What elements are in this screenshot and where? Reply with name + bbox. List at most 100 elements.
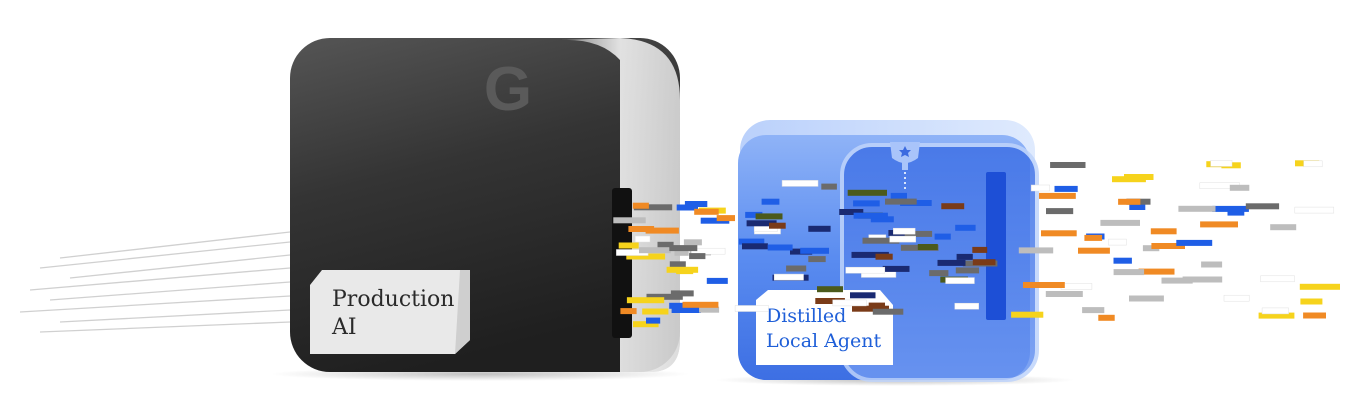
data-tile-105 (1299, 283, 1340, 290)
cube-slot (986, 172, 1006, 320)
data-tile-33 (694, 208, 719, 215)
data-tile-25 (626, 297, 665, 304)
data-tile-153 (1046, 208, 1074, 215)
data-tile-35 (670, 290, 694, 297)
data-tile-68 (808, 256, 826, 263)
production-label-line2: AI (331, 315, 357, 340)
data-tile-47 (862, 237, 900, 244)
data-tile-37 (620, 308, 637, 315)
data-tile-55 (956, 253, 973, 260)
trophy-star-icon (890, 142, 920, 190)
data-tile-100 (1041, 230, 1077, 237)
server-slot (612, 188, 632, 338)
data-tile-79 (800, 247, 829, 254)
data-tile-91 (868, 302, 885, 309)
google-g-logo-icon: G (484, 55, 532, 124)
data-tile-106 (1100, 219, 1140, 226)
data-tile-145 (1303, 160, 1323, 168)
data-tile-152 (1210, 160, 1233, 167)
data-tile-117 (1078, 247, 1110, 254)
data-tile-57 (821, 183, 837, 190)
data-tile-52 (786, 265, 807, 272)
data-tile-88 (885, 198, 917, 205)
data-tile-17 (645, 227, 679, 234)
data-tile-131 (1023, 282, 1065, 288)
data-tile-6 (626, 253, 666, 260)
data-tile-26 (613, 217, 646, 224)
data-tile-113 (1200, 221, 1238, 228)
data-tile-34 (674, 249, 689, 256)
data-tile-63 (954, 302, 979, 310)
production-label-card (310, 270, 470, 354)
data-tile-107 (1270, 224, 1297, 231)
data-tile-38 (634, 235, 651, 243)
data-tile-30 (676, 204, 698, 211)
data-tile-18 (646, 293, 683, 300)
data-tiles (613, 160, 1340, 328)
data-tile-77 (937, 259, 966, 266)
data-tile-101 (1129, 204, 1146, 210)
data-tile-114 (1050, 162, 1086, 168)
data-tile-112 (1082, 307, 1105, 314)
data-tile-150 (1151, 243, 1185, 249)
data-tile-66 (808, 225, 831, 232)
distilled-label-line1: Distilled (766, 305, 846, 327)
data-tile-93 (769, 222, 786, 229)
data-tile-108 (1060, 283, 1093, 290)
data-tile-61 (870, 216, 894, 223)
data-tile-80 (882, 265, 910, 272)
data-tile-62 (917, 244, 938, 250)
data-tile-54 (941, 203, 965, 210)
data-tile-135 (1112, 176, 1146, 183)
data-tile-99 (929, 270, 949, 277)
production-label-line1: Production (332, 287, 454, 312)
data-tile-45 (847, 189, 887, 196)
data-tile-143 (1182, 276, 1223, 283)
data-tile-86 (746, 220, 777, 227)
data-tile-141 (1201, 261, 1223, 268)
data-tile-97 (889, 235, 916, 243)
data-tile-59 (839, 209, 864, 215)
data-tile-7 (666, 266, 699, 273)
data-tile-92 (761, 198, 780, 205)
data-tile-28 (632, 202, 649, 209)
data-tile-27 (699, 306, 720, 313)
data-tile-120 (1294, 206, 1335, 214)
data-tile-142 (1223, 294, 1250, 302)
distilled-label-line2: Local Agent (766, 330, 882, 352)
data-tile-73 (832, 299, 867, 307)
data-tile-5 (633, 204, 673, 211)
data-tile-102 (1227, 209, 1245, 216)
data-tile-23 (689, 253, 706, 260)
data-tile-87 (893, 227, 916, 235)
data-tile-111 (1011, 311, 1044, 318)
data-tile-149 (1045, 291, 1083, 297)
data-tile-90 (755, 213, 783, 220)
data-tile-109 (1113, 257, 1132, 264)
data-tile-1 (669, 261, 686, 268)
data-tile-151 (1229, 184, 1250, 191)
data-tile-127 (1258, 312, 1295, 319)
data-tile-103 (1142, 245, 1160, 252)
data-tile-20 (684, 201, 708, 207)
data-tile-122 (1161, 277, 1193, 284)
data-tile-21 (639, 247, 671, 254)
data-tile-89 (745, 211, 763, 218)
data-tile-137 (1108, 238, 1127, 246)
data-tile-11 (642, 308, 669, 315)
data-tile-116 (1098, 314, 1115, 321)
data-tile-69 (972, 259, 996, 266)
data-tile-84 (781, 180, 819, 187)
data-tile-36 (706, 277, 728, 284)
data-tile-83 (845, 266, 886, 274)
data-tile-130 (1260, 275, 1295, 283)
data-tile-15 (738, 238, 765, 245)
data-tile-74 (850, 292, 876, 299)
data-tile-94 (817, 286, 843, 293)
data-tile-53 (815, 298, 845, 304)
data-tile-29 (682, 301, 719, 308)
data-tile-154 (1176, 239, 1213, 246)
data-tile-133 (1118, 198, 1141, 205)
data-tile-31 (618, 242, 639, 249)
